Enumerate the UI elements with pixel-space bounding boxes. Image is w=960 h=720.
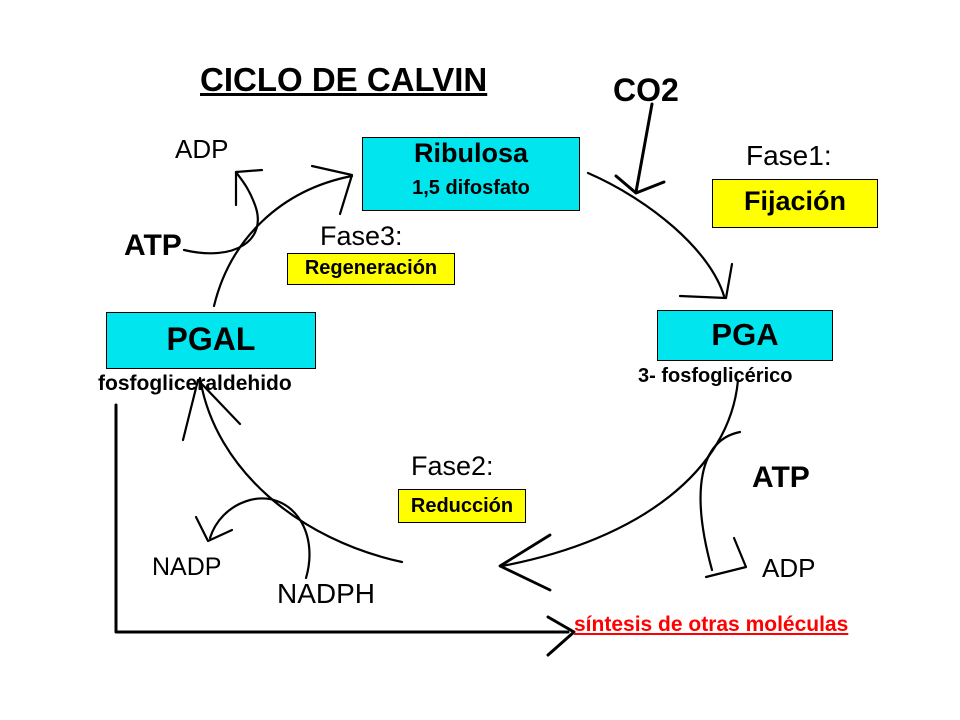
phase1-label: Fase1:: [746, 140, 832, 171]
adp-top-label: ADP: [175, 134, 229, 164]
pgal-name: PGAL: [166, 321, 256, 357]
nadph-label: NADPH: [277, 578, 376, 609]
phase2-name: Reducción: [410, 495, 514, 517]
atp-adp-top-head: [234, 168, 264, 207]
arrowhead-reduccion: [498, 533, 552, 592]
phase1-name: Fijación: [743, 186, 846, 216]
nadph-nadp-head: [194, 515, 234, 543]
arrowhead-pgal: [181, 378, 242, 442]
arc-pgal-to-ribulosa: [212, 174, 354, 308]
output-label: síntesis de otras moléculas: [574, 613, 849, 636]
phase3-label: Fase3:: [320, 221, 403, 251]
output-arrowhead: [546, 615, 576, 657]
pgal-node: PGAL: [106, 312, 316, 369]
phase2-box: Reducción: [398, 489, 526, 523]
co2-label: CO2: [613, 72, 679, 108]
atp-adp-right-curve: [699, 430, 742, 572]
ribulosa-subtitle: 1,5 difosfato: [412, 177, 530, 199]
adp-right-label: ADP: [762, 553, 816, 583]
co2-arrowhead: [614, 174, 666, 195]
phase1-box: Fijación: [712, 179, 878, 228]
phase3-name: Regeneración: [304, 257, 438, 279]
nadph-nadp-curve: [208, 497, 311, 580]
phase3-box: Regeneración: [287, 253, 455, 285]
arc-pga-to-reduccion: [500, 378, 740, 568]
pga-subtitle: 3- fosfoglicérico: [638, 365, 793, 387]
arrowhead-ribulosa: [310, 164, 354, 216]
arrowhead-pga: [678, 262, 734, 300]
pga-node: PGA: [657, 310, 833, 361]
output-arrow: [114, 403, 570, 634]
arc-reduccion-to-pgal: [198, 376, 404, 564]
ribulosa-node: Ribulosa 1,5 difosfato: [362, 137, 580, 211]
atp-adp-top-curve: [182, 170, 259, 255]
atp-adp-right-head: [704, 536, 748, 579]
nadp-label: NADP: [152, 553, 222, 581]
diagram-title: CICLO DE CALVIN: [200, 61, 488, 98]
atp-right-label: ATP: [752, 461, 810, 494]
pgal-subtitle: fosfogliceraldehido: [98, 372, 292, 395]
phase2-label: Fase2:: [411, 451, 494, 481]
atp-top-label: ATP: [124, 229, 182, 262]
co2-arrow: [634, 102, 654, 194]
pga-name: PGA: [711, 317, 779, 352]
arc-ribulosa-to-pga: [586, 171, 726, 298]
ribulosa-name: Ribulosa: [413, 138, 528, 168]
